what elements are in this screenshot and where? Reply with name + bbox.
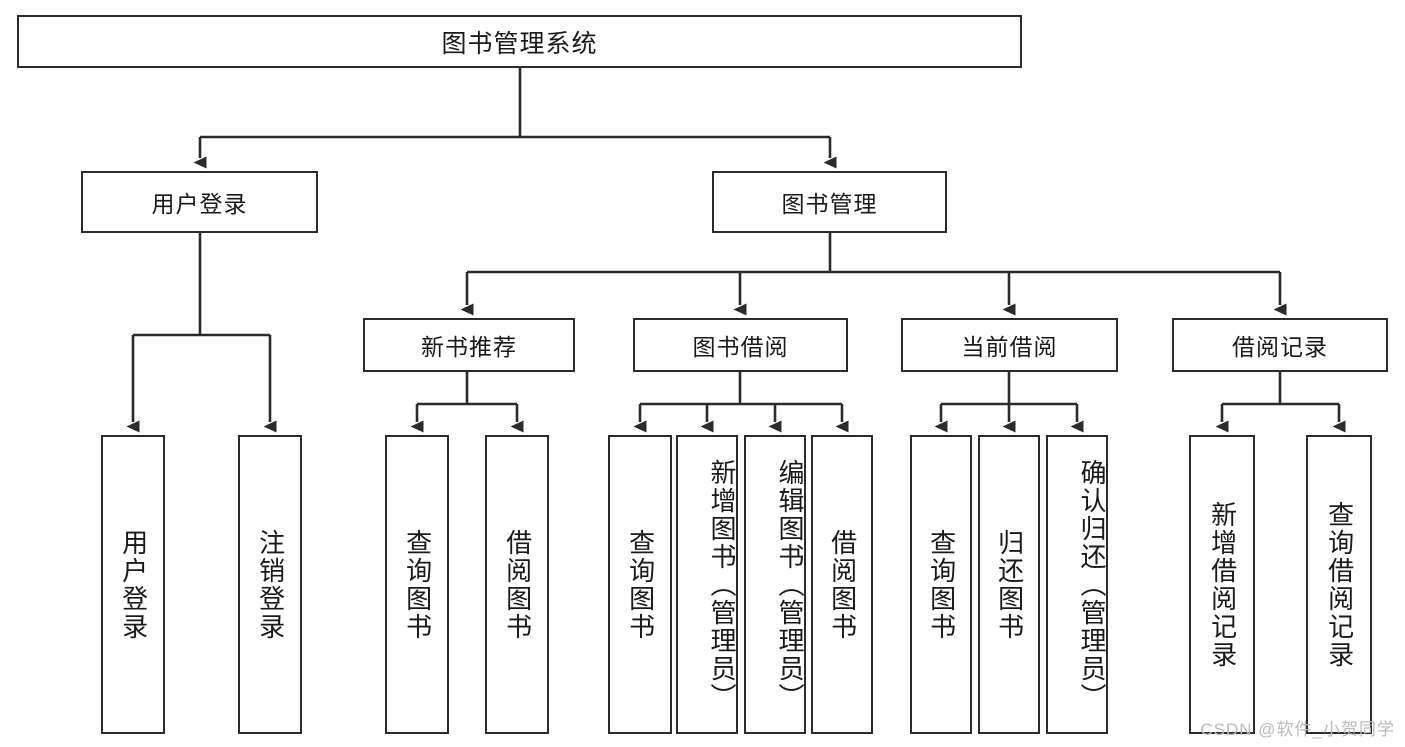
node-label: 查询图书 <box>926 528 957 641</box>
node-label: 新增借阅记录 <box>1207 500 1238 669</box>
node-label: 归还图书 <box>994 528 1025 641</box>
node-leaf-borrow-book-2[interactable]: 借阅图书 <box>811 435 873 734</box>
node-leaf-query-book-1[interactable]: 查询图书 <box>385 435 449 734</box>
node-label: 借阅图书 <box>502 528 533 641</box>
node-leaf-edit-book[interactable]: 编辑图书（管理员） <box>744 435 806 734</box>
node-label: 图书借阅 <box>692 334 789 360</box>
node-book-management[interactable]: 图书管理 <box>712 171 947 233</box>
node-label: 编辑图书（管理员） <box>775 458 805 711</box>
node-current-borrow[interactable]: 当前借阅 <box>901 318 1118 372</box>
node-label: 图书管理 <box>781 191 878 217</box>
node-label: 注销登录 <box>255 528 286 641</box>
node-label: 借阅记录 <box>1232 334 1328 360</box>
node-label: 新增图书（管理员） <box>707 458 737 711</box>
node-leaf-borrow-book-1[interactable]: 借阅图书 <box>485 435 549 734</box>
node-borrow-record[interactable]: 借阅记录 <box>1172 318 1388 372</box>
node-leaf-add-record[interactable]: 新增借阅记录 <box>1189 435 1255 734</box>
node-label: 用户登录 <box>151 191 248 217</box>
node-label: 用户登录 <box>118 528 149 641</box>
node-new-book-recommend[interactable]: 新书推荐 <box>363 318 575 372</box>
node-leaf-query-record[interactable]: 查询借阅记录 <box>1306 435 1372 734</box>
node-label: 借阅图书 <box>827 528 858 641</box>
node-leaf-add-book[interactable]: 新增图书（管理员） <box>676 435 738 734</box>
node-label: 查询借阅记录 <box>1324 500 1355 669</box>
node-label: 当前借阅 <box>961 334 1058 360</box>
node-leaf-user-login[interactable]: 用户登录 <box>101 435 165 734</box>
node-label: 查询图书 <box>625 528 656 641</box>
node-label: 确认归还（管理员） <box>1077 458 1107 711</box>
node-leaf-confirm-return[interactable]: 确认归还（管理员） <box>1046 435 1108 734</box>
watermark-text: CSDN @软件_小贺同学 <box>1200 720 1395 739</box>
node-leaf-return-book[interactable]: 归还图书 <box>978 435 1040 734</box>
node-label: 查询图书 <box>402 528 433 641</box>
node-label: 新书推荐 <box>421 334 517 360</box>
node-user-login[interactable]: 用户登录 <box>81 171 318 233</box>
node-leaf-logout-login[interactable]: 注销登录 <box>238 435 302 734</box>
node-book-borrow[interactable]: 图书借阅 <box>633 318 848 372</box>
node-leaf-query-book-3[interactable]: 查询图书 <box>910 435 972 734</box>
node-book-management-system[interactable]: 图书管理系统 <box>17 15 1022 68</box>
node-leaf-query-book-2[interactable]: 查询图书 <box>608 435 672 734</box>
node-label: 图书管理系统 <box>441 29 598 58</box>
